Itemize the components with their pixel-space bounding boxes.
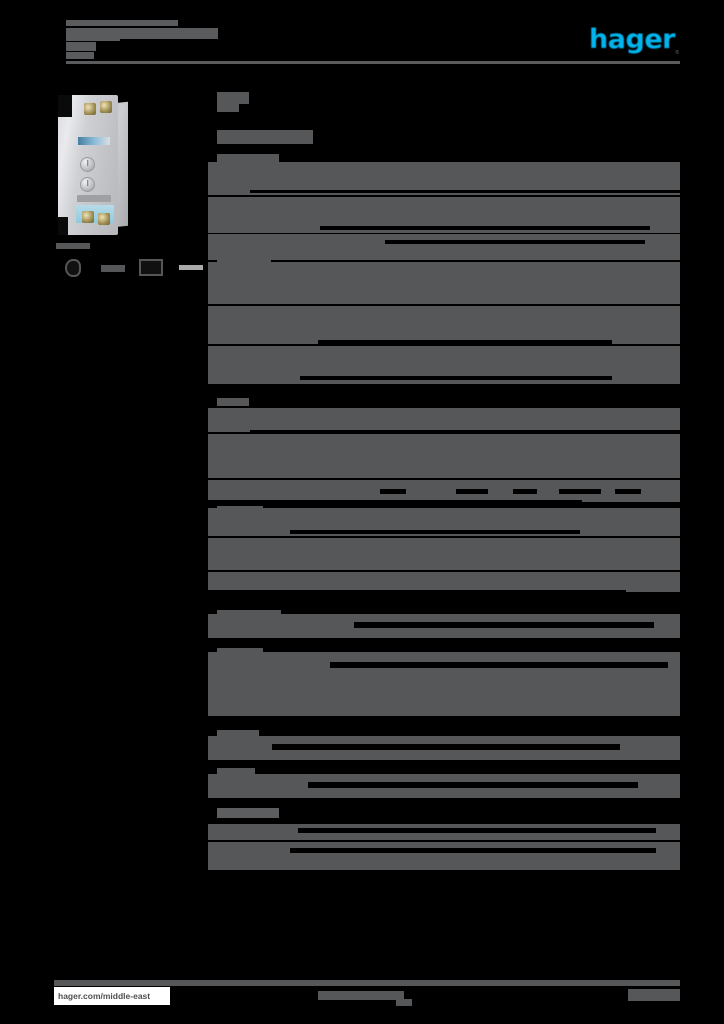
section-4-label	[217, 398, 249, 406]
section-1-label	[217, 154, 279, 162]
device-rotary-knob-upper	[80, 157, 95, 172]
section-9-label	[217, 768, 255, 777]
value-gap-line	[308, 782, 638, 788]
table-row	[208, 408, 680, 432]
section-10-label	[217, 808, 279, 818]
footer-divider-rule	[54, 980, 680, 986]
table-row	[208, 234, 680, 260]
footer-center-text-block	[318, 991, 404, 1000]
dash-gap	[559, 489, 601, 494]
dash-gap	[615, 489, 641, 494]
value-gap-line	[290, 848, 656, 853]
footer-url-text: hager.com/middle-east	[58, 991, 151, 1001]
value-gap-line	[330, 662, 668, 668]
table-row	[208, 572, 680, 592]
table-row	[208, 434, 680, 478]
hager-logo-text: hager	[589, 23, 675, 55]
device-terminal-screw-bottom-left	[82, 211, 94, 223]
header-title-line-2b	[66, 28, 120, 41]
value-gap-line	[272, 744, 620, 750]
header-divider-rule	[66, 61, 680, 64]
header-subtitle-line-2	[66, 52, 94, 59]
row-indent-gap	[208, 638, 234, 646]
product-image	[58, 95, 134, 235]
value-gap-line	[318, 340, 612, 344]
row-separator	[208, 195, 680, 197]
device-label-plate	[77, 195, 111, 202]
dash-gap	[456, 489, 488, 494]
approval-symbols-strip	[55, 253, 215, 283]
symbol-round-icon	[65, 259, 81, 277]
device-brand-strip	[78, 137, 110, 145]
value-gap-line	[290, 530, 580, 534]
device-rotary-knob-lower	[80, 177, 95, 192]
device-terminal-screw-bottom-right	[98, 213, 110, 225]
device-terminal-screw-top-right	[100, 101, 112, 113]
header-title-line-2	[66, 28, 218, 39]
header-title-line-1	[66, 20, 178, 26]
footer-url[interactable]: hager.com/middle-east	[54, 987, 170, 1005]
row-separator	[250, 430, 680, 433]
footer-page-number-block	[628, 989, 680, 1001]
value-gap-line	[320, 226, 650, 230]
table-row	[208, 306, 680, 344]
symbol-bar-2-icon	[179, 265, 203, 270]
table-row	[208, 480, 680, 502]
page-header: hager ®	[0, 0, 724, 80]
table-row	[208, 262, 680, 304]
device-notch-top	[58, 95, 72, 117]
dash-gap	[513, 489, 537, 494]
page-subtitle-block	[217, 130, 313, 144]
symbol-box-icon	[139, 259, 163, 276]
table-row	[208, 858, 680, 870]
header-subtitle-line	[66, 42, 96, 51]
value-gap-line	[354, 622, 654, 628]
page-title-block-2	[217, 96, 239, 112]
table-row	[208, 162, 680, 195]
row-separator	[208, 304, 680, 306]
device-terminal-screw-top-left	[84, 103, 96, 115]
table-row	[208, 538, 680, 570]
trademark-icon: ®	[675, 50, 679, 56]
value-gap-line	[298, 828, 656, 833]
symbols-caption-block	[56, 243, 90, 249]
table-row	[208, 674, 680, 716]
value-gap-line	[385, 240, 645, 244]
symbol-bar-1-icon	[101, 265, 125, 272]
section-2-label	[217, 198, 267, 206]
row-value-gap	[250, 190, 680, 193]
value-gap-line	[300, 376, 612, 380]
footer-center-text-block-2	[396, 999, 412, 1006]
value-gap-line	[208, 590, 626, 594]
value-gap-line	[208, 500, 582, 506]
hager-logo: hager ®	[588, 23, 679, 57]
device-notch-bottom	[58, 217, 68, 235]
dash-gap	[380, 489, 406, 494]
section-8-label	[217, 730, 259, 739]
